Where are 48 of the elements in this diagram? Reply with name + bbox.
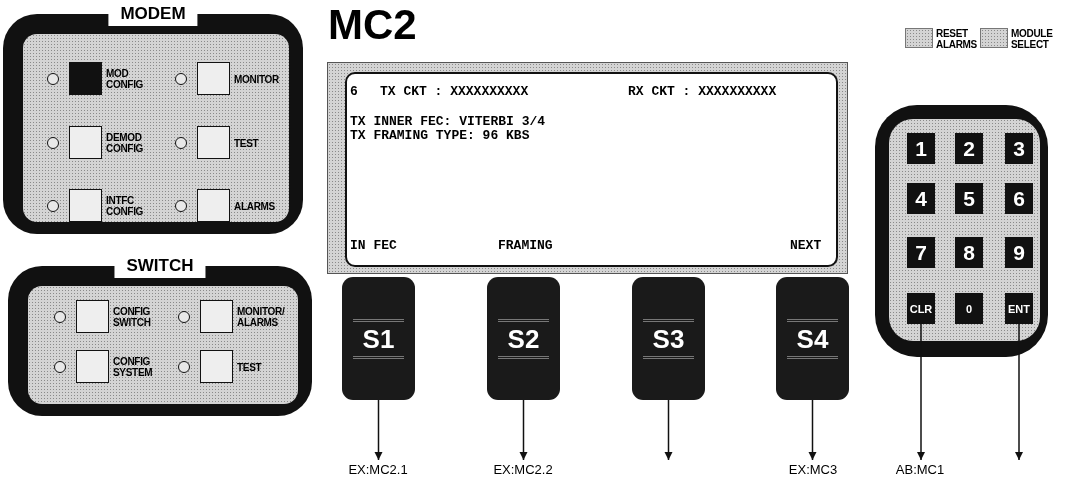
display-text: FRAMING — [498, 239, 553, 253]
key-label: DEMOD CONFIG — [106, 132, 145, 154]
keypad-key: 3 — [1005, 133, 1033, 164]
display-text: TX INNER FEC: VITERBI 3/4 — [350, 115, 546, 129]
keypad-key: 8 — [955, 237, 983, 268]
edge-label: EX:MC3 — [763, 462, 863, 482]
arrow — [1015, 323, 1023, 461]
arrow — [664, 399, 673, 461]
display-text: RX CKT : XXXXXXXXXX — [628, 85, 777, 99]
key-label: MOD CONFIG — [106, 68, 145, 90]
key-label: TEST — [237, 361, 263, 373]
keypad-key: 1 — [907, 133, 935, 164]
keypad-key: 7 — [907, 237, 935, 268]
keypad-key: CLR — [907, 293, 935, 324]
display-text: 6 — [350, 85, 358, 99]
soft-key: S4 — [776, 277, 849, 400]
key-label: MONITOR/ ALARMS — [237, 306, 286, 328]
keypad-key: 0 — [955, 293, 983, 324]
display-text: IN FEC — [350, 239, 397, 253]
keypad-key: 9 — [1005, 237, 1033, 268]
arrow — [374, 399, 383, 461]
soft-key: S2 — [487, 277, 560, 400]
edge-label: EX:MC2.1 — [328, 462, 428, 482]
key-label: RESET ALARMS — [936, 28, 977, 50]
key-label: TEST — [234, 137, 260, 149]
soft-key: S1 — [342, 277, 415, 400]
key-label: INTFC CONFIG — [106, 195, 145, 217]
keypad-key: 2 — [955, 133, 983, 164]
display-text: TX CKT : XXXXXXXXXX — [380, 85, 529, 99]
keypad-key: 4 — [907, 183, 935, 214]
display-text: NEXT — [790, 239, 822, 253]
key-label: ALARMS — [234, 200, 276, 212]
key-label: MONITOR — [234, 73, 280, 85]
keypad-key: 6 — [1005, 183, 1033, 214]
arrow — [808, 399, 817, 461]
key-label: CONFIG SYSTEM — [113, 356, 154, 378]
keypad-key: 5 — [955, 183, 983, 214]
arrow — [917, 323, 925, 461]
keypad-key: ENT — [1005, 293, 1033, 324]
display-text: TX FRAMING TYPE: 96 KBS — [350, 129, 530, 143]
soft-key: S3 — [632, 277, 705, 400]
keypad-frame — [875, 105, 1048, 357]
key-label: MODULE SELECT — [1011, 28, 1054, 50]
key-label: CONFIG SWITCH — [113, 306, 152, 328]
edge-label: EX:MC2.2 — [473, 462, 573, 482]
diagram-title: MC2 — [328, 2, 417, 48]
arrow — [519, 399, 528, 461]
edge-label: AB:MC1 — [870, 462, 970, 482]
